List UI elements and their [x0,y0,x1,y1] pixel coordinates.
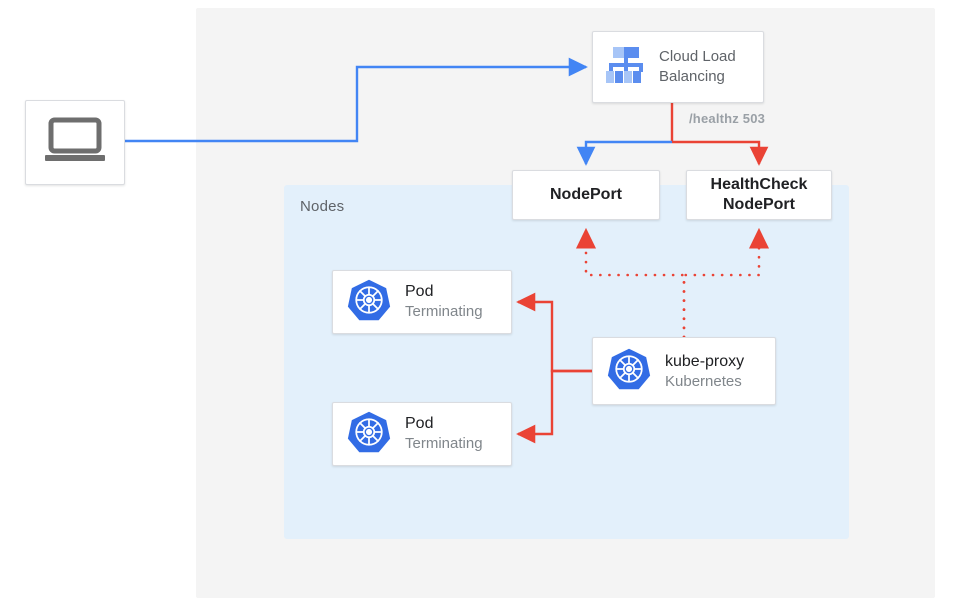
nodeport-label: NodePort [550,185,622,205]
kube-proxy-text: kube-proxy Kubernetes [665,351,744,392]
pod-title-1: Pod [405,283,434,300]
cloud-load-balancing-node[interactable]: Cloud Load Balancing [592,31,764,103]
laptop-icon [44,117,106,168]
cloud-load-balancing-text: Cloud Load Balancing [659,47,736,87]
pod-text-1: Pod Terminating [405,282,483,322]
cloud-load-balancing-line1: Cloud Load [659,48,736,65]
pod-text-2: Pod Terminating [405,414,483,454]
pod-status-1: Terminating [405,303,483,320]
healthcheck-nodeport-label: HealthCheck NodePort [711,175,808,215]
client-node[interactable] [25,100,125,185]
pod-title-2: Pod [405,415,434,432]
healthcheck-nodeport-node[interactable]: HealthCheck NodePort [686,170,832,220]
pod-node-1[interactable]: Pod Terminating [332,270,512,334]
healthcheck-nodeport-line1: HealthCheck [710,176,808,193]
cloud-load-balancing-icon [603,44,649,91]
kube-proxy-subtitle: Kubernetes [665,372,742,390]
pod-node-2[interactable]: Pod Terminating [332,402,512,466]
kube-proxy-title: kube-proxy [665,352,745,370]
kube-proxy-node[interactable]: kube-proxy Kubernetes [592,337,776,405]
healthz-status-label: /healthz 503 [689,111,766,126]
nodeport-line1: NodePort [550,186,622,203]
nodeport-node[interactable]: NodePort [512,170,660,220]
nodes-region-label: Nodes [300,198,345,215]
cloud-load-balancing-line2: Balancing [659,68,725,85]
kubernetes-icon [347,278,391,327]
kubernetes-icon [607,347,651,396]
kubernetes-icon [347,410,391,459]
pod-status-2: Terminating [405,435,483,452]
healthcheck-nodeport-line2: NodePort [722,196,795,213]
